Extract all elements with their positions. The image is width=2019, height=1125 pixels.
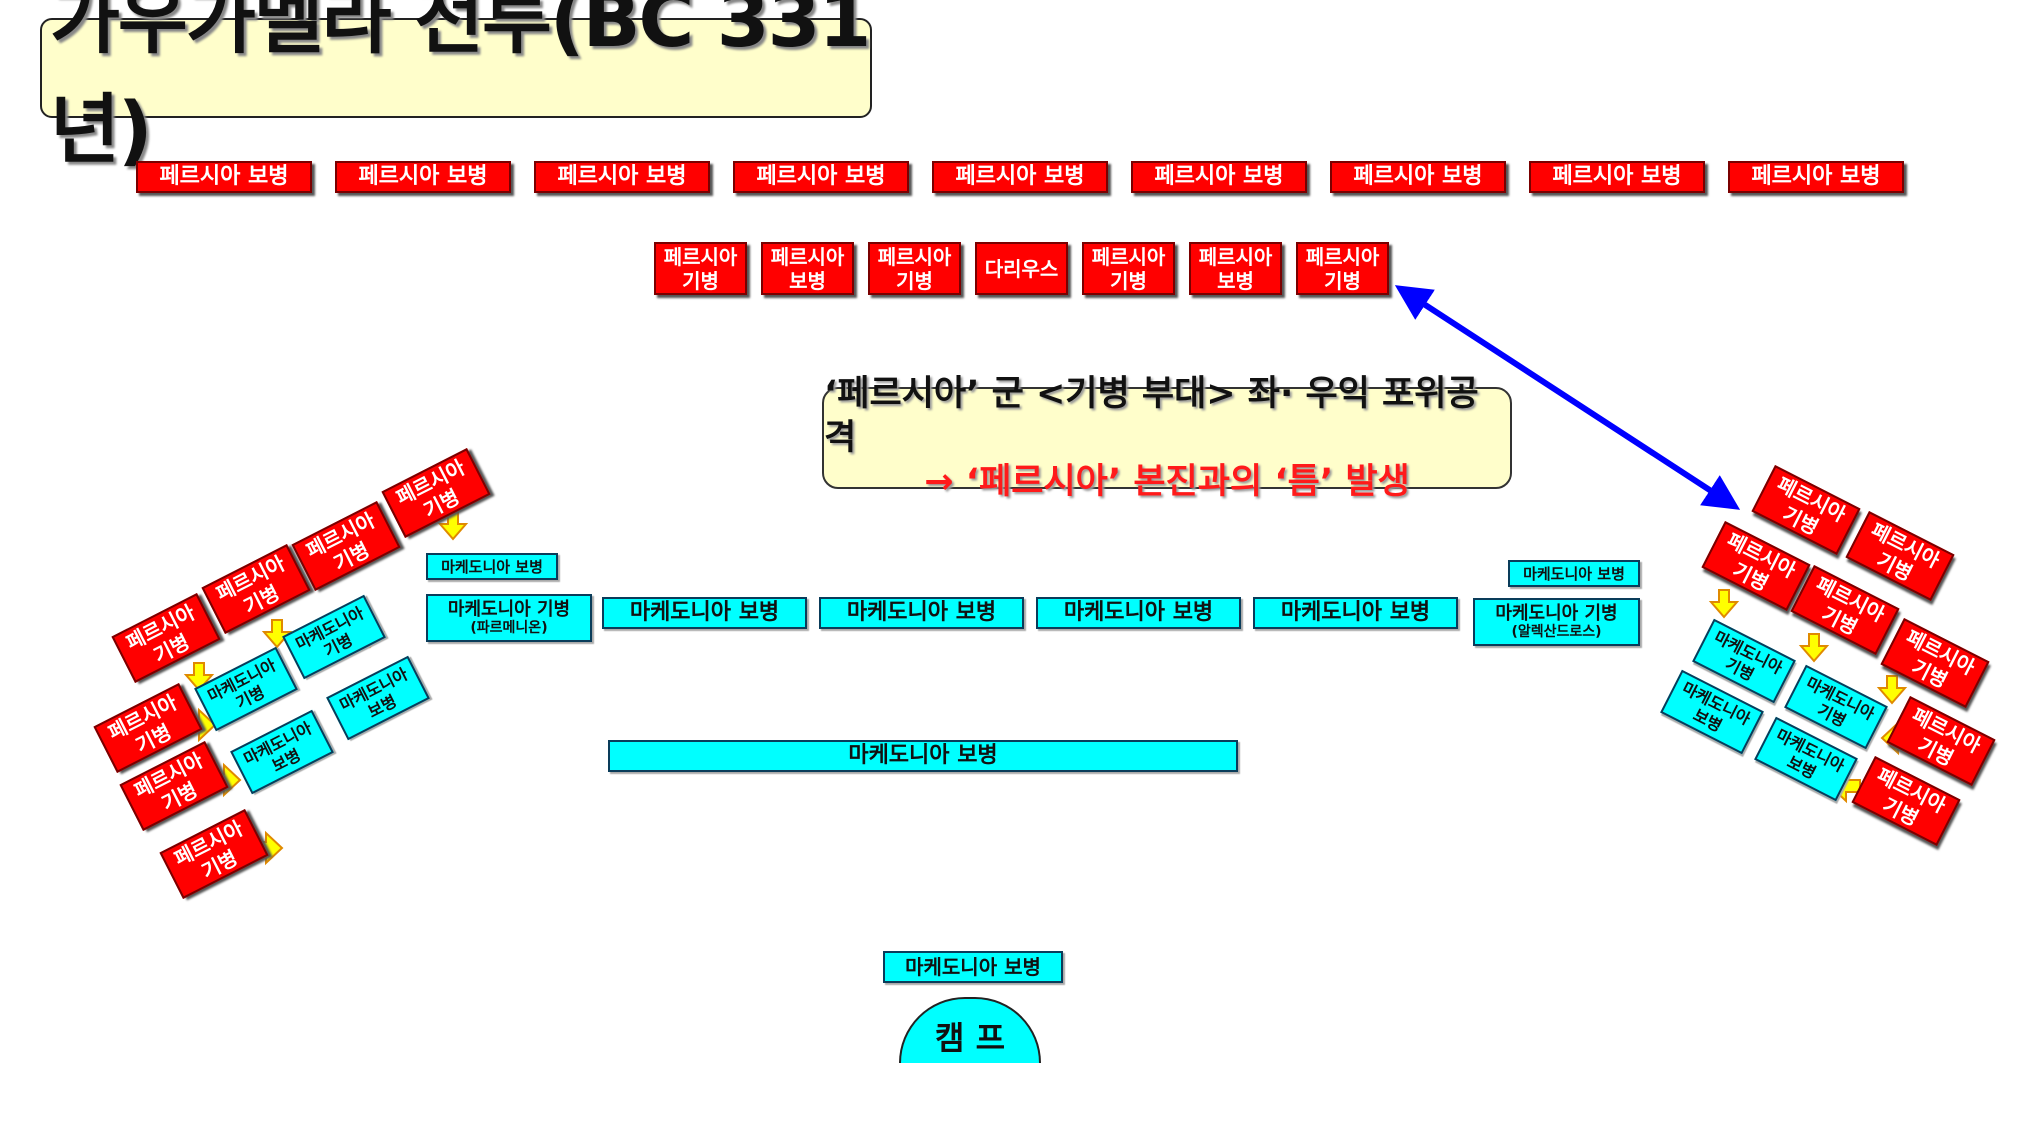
persian-infantry-block: 페르시아 보병 bbox=[1529, 161, 1705, 193]
macedonian-camp-infantry: 마케도니아 보병 bbox=[883, 951, 1063, 983]
macedonian-infantry-block: 마케도니아 보병 bbox=[602, 597, 807, 629]
yellow-arrow-icon bbox=[1798, 633, 1830, 663]
persian-infantry-block: 페르시아 보병 bbox=[335, 161, 511, 193]
macedonian-infantry-block: 마케도니아 보병 bbox=[1253, 597, 1458, 629]
persian-infantry-block: 페르시아 보병 bbox=[932, 161, 1108, 193]
persian-infantry-block: 페르시아 보병 bbox=[733, 161, 909, 193]
persian-infantry-block: 페르시아 보병 bbox=[136, 161, 312, 193]
yellow-arrow-icon bbox=[1708, 589, 1740, 619]
yellow-arrow-icon bbox=[1876, 675, 1908, 705]
persian-infantry-block: 페르시아 보병 bbox=[1131, 161, 1307, 193]
persian-infantry-block: 페르시아 보병 bbox=[1330, 161, 1506, 193]
persian-infantry-block: 페르시아 보병 bbox=[534, 161, 710, 193]
macedonian-infantry-block: 마케도니아 보병 bbox=[819, 597, 1024, 629]
macedonian-reserve-infantry: 마케도니아 보병 bbox=[608, 740, 1238, 772]
macedonian-cavalry-alexander: 마케도니아 기병(알렉산드로스) bbox=[1473, 598, 1640, 646]
darius-block: 다리우스 bbox=[975, 242, 1068, 295]
callout-line-1: ‘페르시아’ 군 <기병 부대> 좌· 우익 포위공격 bbox=[824, 374, 1479, 458]
gap-arrow bbox=[1394, 285, 1741, 510]
callout-line-2: → ‘페르시아’ 본진과의 ‘틈’ 발생 bbox=[924, 462, 1410, 502]
macedonian-cavalry-parmenion: 마케도니아 기병(파르메니온) bbox=[426, 594, 592, 642]
macedonian-infantry-block: 마케도니아 보병 bbox=[1508, 560, 1640, 587]
macedonian-infantry-block: 마케도니아 보병 bbox=[426, 553, 558, 580]
persian-infantry-block: 페르시아 보병 bbox=[1728, 161, 1904, 193]
yellow-arrow-icon bbox=[437, 511, 469, 541]
macedonian-infantry-block: 마케도니아 보병 bbox=[1036, 597, 1241, 629]
